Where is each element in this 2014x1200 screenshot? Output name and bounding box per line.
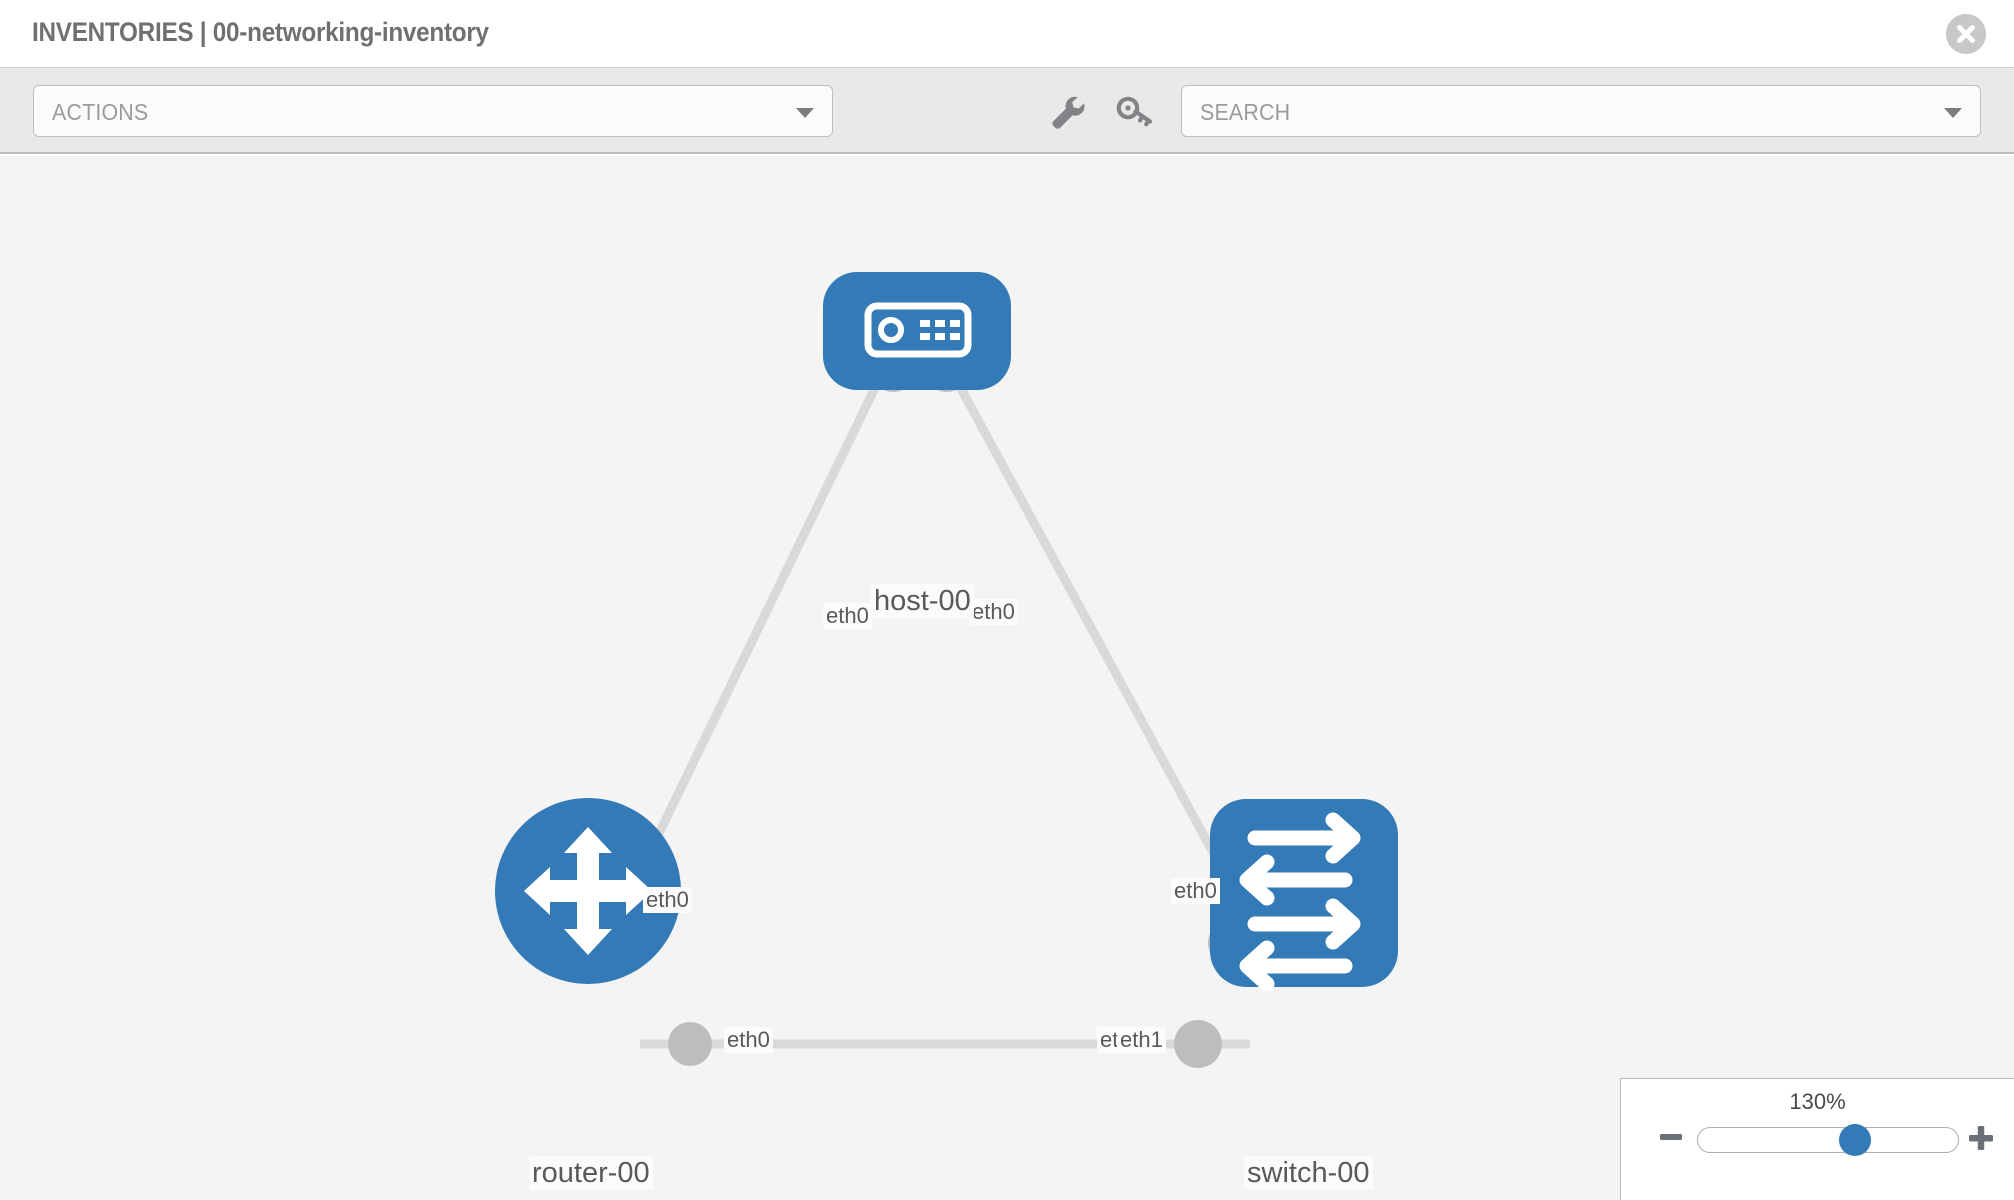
interface-label: eth0: [969, 599, 1018, 625]
search-input[interactable]: SEARCH: [1181, 85, 1981, 137]
link-host00-router00: [643, 359, 893, 858]
zoom-slider[interactable]: [1697, 1124, 1959, 1156]
actions-dropdown-label: ACTIONS: [52, 99, 149, 125]
zoom-in-button[interactable]: [1966, 1123, 1996, 1158]
toolbar: ACTIONS SEARCH: [0, 68, 2014, 154]
interface-label: eth0: [724, 1027, 773, 1053]
node-label-switch-00: switch-00: [1244, 1156, 1373, 1190]
zoom-slider-thumb[interactable]: [1839, 1124, 1872, 1156]
key-icon[interactable]: [1115, 94, 1155, 130]
link-host00-switch00: [942, 358, 1219, 859]
minus-icon: [1660, 1134, 1682, 1140]
chevron-down-icon: [796, 108, 814, 118]
node-router-00[interactable]: [495, 798, 681, 984]
topology-graph: [495, 272, 1398, 1068]
node-label-host-00: host-00: [871, 584, 974, 618]
switch-arrows-icon: [1239, 812, 1361, 992]
close-icon[interactable]: [1946, 14, 1986, 54]
page-title: INVENTORIES | 00-networking-inventory: [32, 17, 489, 47]
plus-icon: [1969, 1126, 1993, 1150]
server-icon: [864, 302, 972, 358]
connector-router00-east: [668, 1022, 712, 1066]
wrench-icon[interactable]: [1048, 94, 1088, 130]
chevron-down-icon: [1944, 108, 1962, 118]
interface-label: eth0: [1171, 878, 1220, 904]
node-switch-00[interactable]: [1210, 799, 1398, 992]
interface-label: eth0: [823, 603, 872, 629]
router-arrows-icon: [524, 827, 652, 955]
page-header: INVENTORIES | 00-networking-inventory: [0, 0, 2014, 68]
node-label-router-00: router-00: [529, 1156, 653, 1190]
actions-dropdown[interactable]: ACTIONS: [33, 85, 833, 137]
interface-label: eth1: [1117, 1027, 1166, 1053]
zoom-out-button[interactable]: [1657, 1123, 1685, 1156]
topology-canvas[interactable]: eth0 eth0 eth0 eth0 eth0 eth eth1 host-0…: [0, 156, 2014, 1200]
topology-links: [640, 358, 1250, 1049]
topology-connectors: [668, 344, 1256, 1068]
search-placeholder: SEARCH: [1200, 99, 1291, 125]
zoom-control-panel: 130%: [1620, 1078, 2014, 1200]
interface-label: eth0: [643, 887, 692, 913]
connector-switch00-west: [1174, 1020, 1222, 1068]
node-host-00[interactable]: [823, 272, 1011, 390]
zoom-percent-label: 130%: [1789, 1089, 1846, 1114]
